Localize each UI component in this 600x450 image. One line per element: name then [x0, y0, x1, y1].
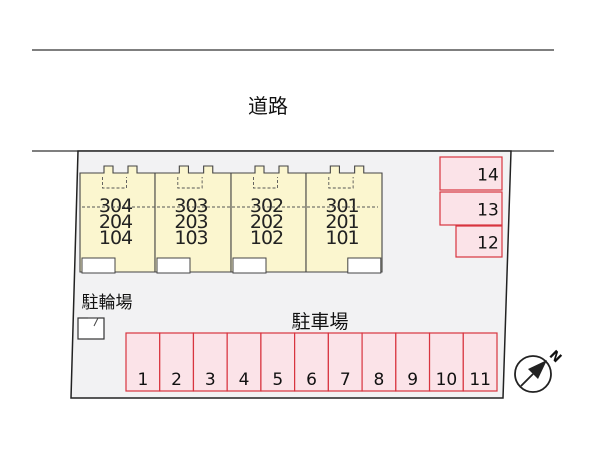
- parking-space-number: 9: [407, 370, 418, 390]
- unit-number-lower: 103: [174, 227, 207, 249]
- unit-entrance: [232, 257, 267, 274]
- road-label: 道路: [248, 94, 288, 118]
- parking-space-outline: [439, 191, 503, 226]
- parking-space-outline: [260, 332, 296, 392]
- parking-space-number: 2: [171, 370, 182, 390]
- balcony-dash: [328, 177, 354, 189]
- north-arrow-icon: N: [514, 348, 564, 393]
- balcony-dash: [253, 177, 278, 189]
- parking-space-outline: [159, 332, 195, 392]
- unit-number-middle: 202: [250, 211, 283, 233]
- parking-space-number: 12: [477, 234, 499, 254]
- parking-space-number: 6: [306, 370, 317, 390]
- parking-space: 6: [294, 332, 329, 392]
- unit-outline: [305, 165, 383, 273]
- bicycle-parking-label: 駐輪場: [82, 293, 133, 313]
- unit-number-lower: 102: [250, 227, 283, 249]
- parking-space: 2: [159, 332, 195, 392]
- parking-space-number: 3: [205, 370, 216, 390]
- parking-space-number: 13: [477, 201, 499, 221]
- balcony-dash: [102, 177, 127, 189]
- parking-space-number: 1: [137, 370, 148, 390]
- unit-entrance: [156, 257, 191, 274]
- unit-entrance: [347, 257, 382, 274]
- parking-space-outline: [294, 332, 329, 392]
- parking-space-outline: [462, 332, 498, 392]
- parking-space-outline: [428, 332, 464, 392]
- unit-number-upper: 304: [99, 195, 133, 217]
- parking-space: 8: [361, 332, 397, 392]
- parking-space-outline: [395, 332, 431, 392]
- parking-space: 4: [226, 332, 262, 392]
- bicycle-parking-door-icon: [88, 317, 99, 327]
- unit-number-middle: 201: [325, 211, 358, 233]
- parking-space: 1: [125, 332, 161, 392]
- parking-space-outline: [455, 225, 503, 258]
- unit-number-upper: 301: [325, 195, 358, 217]
- parking-space: 13: [439, 191, 503, 226]
- unit-number-upper: 303: [174, 195, 207, 217]
- unit-number-lower: 104: [99, 227, 133, 249]
- parking-space: 7: [327, 332, 363, 392]
- parking-space-number: 8: [374, 370, 385, 390]
- unit-number-middle: 203: [174, 211, 207, 233]
- bicycle-parking: [77, 317, 105, 340]
- parking-space-number: 5: [272, 370, 283, 390]
- parking-space-number: 4: [239, 370, 250, 390]
- parking-space: 11: [462, 332, 498, 392]
- parking-space: 10: [428, 332, 464, 392]
- parking-space-number: 14: [477, 166, 499, 186]
- parking-label: 駐車場: [291, 311, 348, 333]
- unit-entrance: [81, 257, 116, 274]
- parking-row-bottom: 1 2 3 4 5 6 7 8 9 10 11: [125, 332, 498, 392]
- parking-space: 9: [395, 332, 431, 392]
- parking-space: 3: [192, 332, 228, 392]
- parking-space-outline: [439, 156, 503, 191]
- parking-space-outline: [226, 332, 262, 392]
- balcony-dash: [177, 177, 203, 189]
- parking-space-number: 10: [436, 370, 458, 390]
- parking-space-outline: [125, 332, 161, 392]
- parking-space-number: 11: [469, 370, 491, 390]
- unit-number-lower: 101: [325, 227, 358, 249]
- parking-space-outline: [361, 332, 397, 392]
- unit-number-upper: 302: [250, 195, 283, 217]
- parking-space: 5: [260, 332, 296, 392]
- parking-space-number: 7: [340, 370, 351, 390]
- parking-space: 14: [439, 156, 503, 191]
- unit-number-middle: 204: [99, 211, 133, 233]
- parking-column-right: 14 13 12: [439, 156, 503, 258]
- parking-space: 12: [455, 225, 503, 258]
